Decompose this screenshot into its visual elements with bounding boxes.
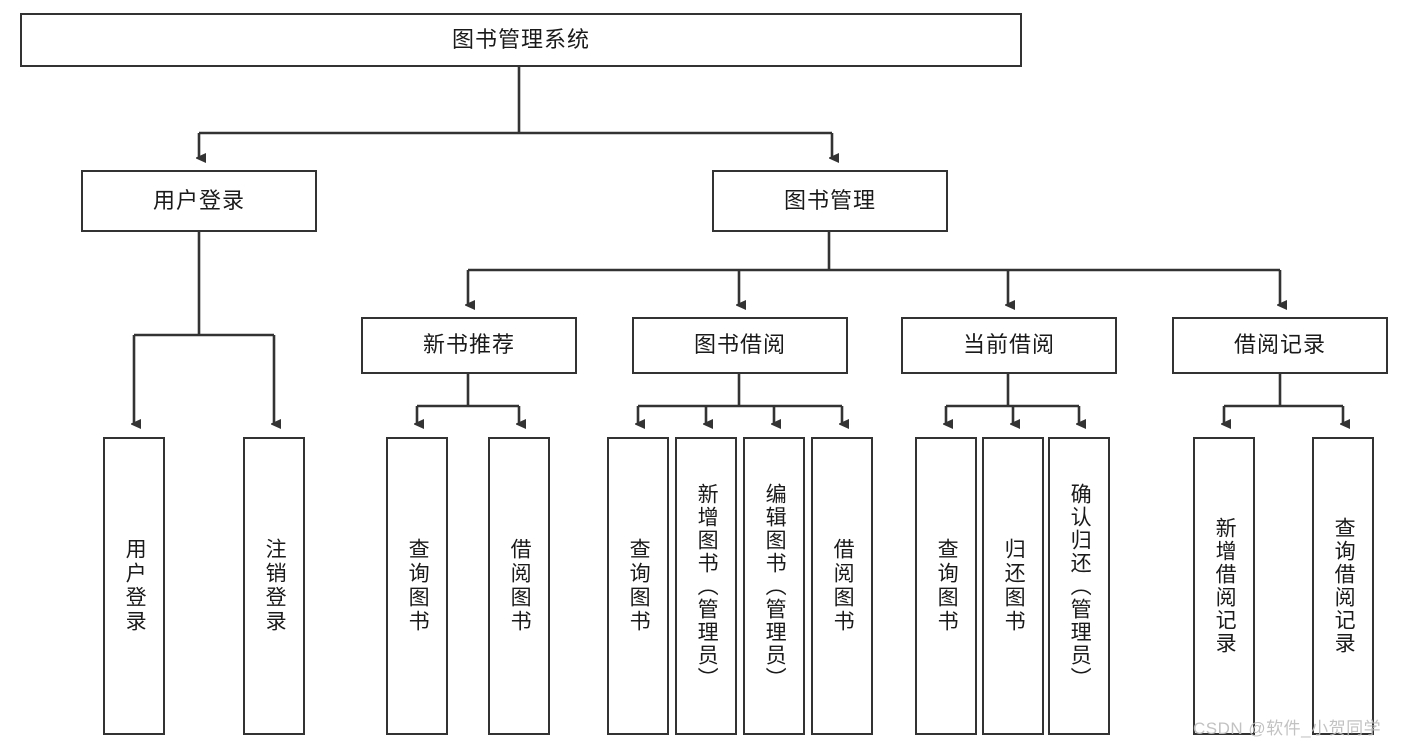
leaf-user-login[interactable]: 用户登录 [103,437,165,735]
leaf-query-book-1[interactable]: 查询图书 [386,437,448,735]
node-book-manage-label: 图书管理 [783,187,876,213]
leaf-confirm-return[interactable]: 确认归还（管理员） [1048,437,1110,735]
leaf-confirm-return-label: 确认归还（管理员） [1068,482,1092,690]
leaf-user-logout-label: 注销登录 [263,538,287,634]
leaf-borrow-book-1-label: 借阅图书 [508,538,532,634]
leaf-add-book[interactable]: 新增图书（管理员） [675,437,737,735]
leaf-edit-book-label: 编辑图书（管理员） [763,482,787,690]
node-borrow-record[interactable]: 借阅记录 [1172,317,1388,374]
node-book-borrow-label: 图书借阅 [693,332,786,358]
leaf-borrow-book-1[interactable]: 借阅图书 [488,437,550,735]
leaf-query-book-2-label: 查询图书 [627,538,651,634]
leaf-query-book-2[interactable]: 查询图书 [607,437,669,735]
leaf-user-login-label: 用户登录 [123,538,147,634]
node-new-book-rec-label: 新书推荐 [422,332,515,358]
node-root[interactable]: 图书管理系统 [20,13,1022,67]
node-new-book-rec[interactable]: 新书推荐 [361,317,577,374]
node-root-label: 图书管理系统 [451,26,590,52]
leaf-borrow-book-2-label: 借阅图书 [831,538,855,634]
leaf-return-book[interactable]: 归还图书 [982,437,1044,735]
node-borrow-record-label: 借阅记录 [1233,332,1326,358]
node-user-login[interactable]: 用户登录 [81,170,317,232]
node-user-login-label: 用户登录 [152,187,245,213]
leaf-edit-book[interactable]: 编辑图书（管理员） [743,437,805,735]
leaf-query-book-1-label: 查询图书 [406,538,430,634]
leaf-query-record-label: 查询借阅记录 [1332,517,1356,655]
leaf-query-book-3-label: 查询图书 [935,538,959,634]
leaf-user-logout[interactable]: 注销登录 [243,437,305,735]
leaf-query-book-3[interactable]: 查询图书 [915,437,977,735]
leaf-return-book-label: 归还图书 [1002,538,1026,634]
node-book-borrow[interactable]: 图书借阅 [632,317,848,374]
leaf-add-record-label: 新增借阅记录 [1213,517,1237,655]
node-current-borrow[interactable]: 当前借阅 [901,317,1117,374]
node-book-manage[interactable]: 图书管理 [712,170,948,232]
leaf-add-record[interactable]: 新增借阅记录 [1193,437,1255,735]
node-current-borrow-label: 当前借阅 [962,332,1055,358]
leaf-add-book-label: 新增图书（管理员） [695,482,719,690]
leaf-borrow-book-2[interactable]: 借阅图书 [811,437,873,735]
leaf-query-record[interactable]: 查询借阅记录 [1312,437,1374,735]
